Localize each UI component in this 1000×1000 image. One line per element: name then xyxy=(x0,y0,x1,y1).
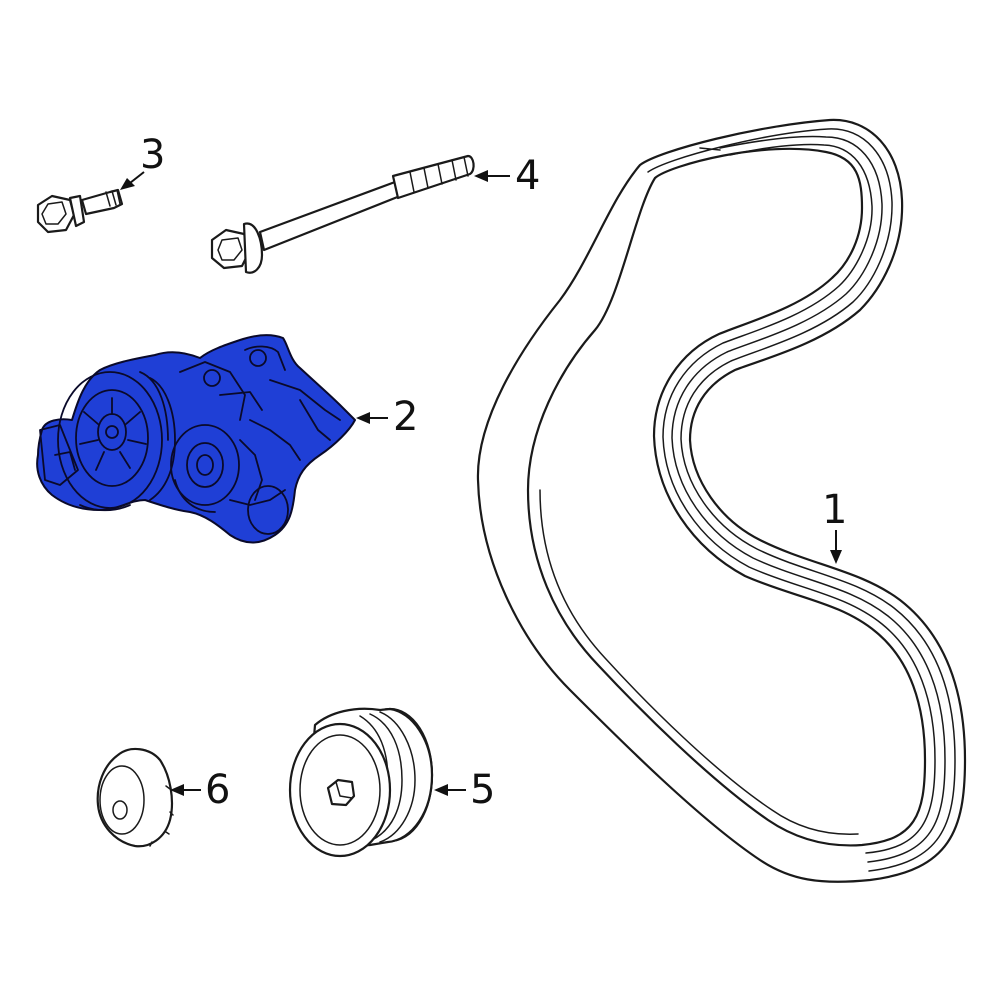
callout-label-5: 5 xyxy=(470,767,495,813)
serpentine-belt[interactable] xyxy=(476,118,967,883)
callout-label-3: 3 xyxy=(140,132,165,178)
callout-5: 5 xyxy=(434,767,495,813)
callout-label-2: 2 xyxy=(393,394,418,440)
callout-2: 2 xyxy=(356,394,418,440)
callout-label-6: 6 xyxy=(205,767,230,813)
tensioner-pulley-outer xyxy=(57,371,163,509)
callout-6: 6 xyxy=(170,767,230,813)
callout-label-4: 4 xyxy=(515,153,540,199)
idler-pulley[interactable] xyxy=(288,707,434,858)
long-bolt[interactable] xyxy=(210,154,475,274)
pulley-dust-cap[interactable] xyxy=(96,747,174,848)
tensioner-pulley-inner xyxy=(75,389,149,487)
short-bolt[interactable] xyxy=(36,188,124,234)
callout-3: 3 xyxy=(120,132,165,190)
center-pulley xyxy=(170,424,240,506)
callout-4: 4 xyxy=(474,153,540,199)
callout-1: 1 xyxy=(822,487,847,564)
belt-tensioner-assembly[interactable] xyxy=(36,334,356,544)
callout-label-1: 1 xyxy=(822,487,847,533)
